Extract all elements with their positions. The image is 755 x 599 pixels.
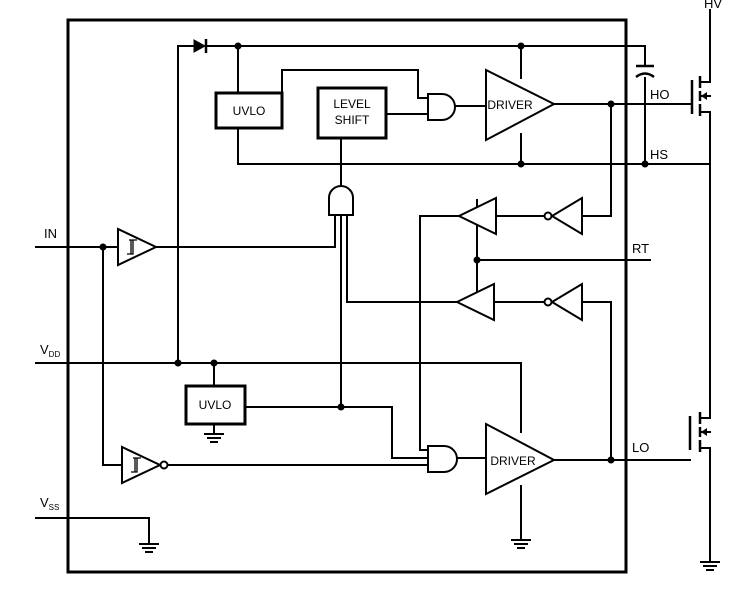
pin-label-rt: RT xyxy=(632,241,649,256)
pin-label-vdd: VDD xyxy=(40,342,60,359)
nmos-transistor-icon xyxy=(690,76,707,116)
pin-label-vss: VSS xyxy=(40,495,59,512)
driver-high-label: DRIVER xyxy=(487,98,533,112)
level-shift-label-line2: SHIFT xyxy=(335,113,370,127)
uvlo-low-label: UVLO xyxy=(199,398,232,412)
driver-low-label: DRIVER xyxy=(490,454,536,468)
level-shift-block: LEVEL SHIFT xyxy=(316,86,388,140)
ground-icon xyxy=(204,433,224,443)
schmitt-inverter-icon xyxy=(121,445,169,485)
uvlo-high-block: UVLO xyxy=(214,91,284,130)
uvlo-high-label: UVLO xyxy=(233,104,266,118)
ground-icon xyxy=(139,543,159,553)
pin-label-ho: HO xyxy=(650,87,670,102)
schmitt-inverter-icon xyxy=(543,196,583,236)
capacitor-icon xyxy=(635,64,655,79)
ground-icon xyxy=(511,539,531,549)
schmitt-buffer-icon xyxy=(117,227,159,267)
buffer-icon xyxy=(454,282,495,322)
level-shift-label-line1: LEVEL xyxy=(333,97,371,111)
and-gate-icon xyxy=(328,185,354,216)
pin-label-in: IN xyxy=(44,226,57,241)
schmitt-inverter-icon xyxy=(543,282,583,322)
diode-icon xyxy=(193,39,208,53)
junction-dots xyxy=(99,42,649,464)
and-gate-icon xyxy=(427,93,456,121)
driver-low-block: DRIVER xyxy=(485,422,557,496)
pin-label-hs: HS xyxy=(650,147,668,162)
chip-boundary xyxy=(66,18,628,574)
wires xyxy=(35,9,711,563)
pin-label-hv: HV xyxy=(704,0,722,11)
uvlo-low-block: UVLO xyxy=(184,384,247,426)
nmos-transistor-icon xyxy=(688,412,707,452)
driver-high-block: DRIVER xyxy=(485,68,557,142)
ground-icon xyxy=(700,561,720,571)
pin-label-lo: LO xyxy=(632,440,649,455)
buffer-icon xyxy=(456,196,497,236)
and-gate-icon xyxy=(427,445,458,473)
